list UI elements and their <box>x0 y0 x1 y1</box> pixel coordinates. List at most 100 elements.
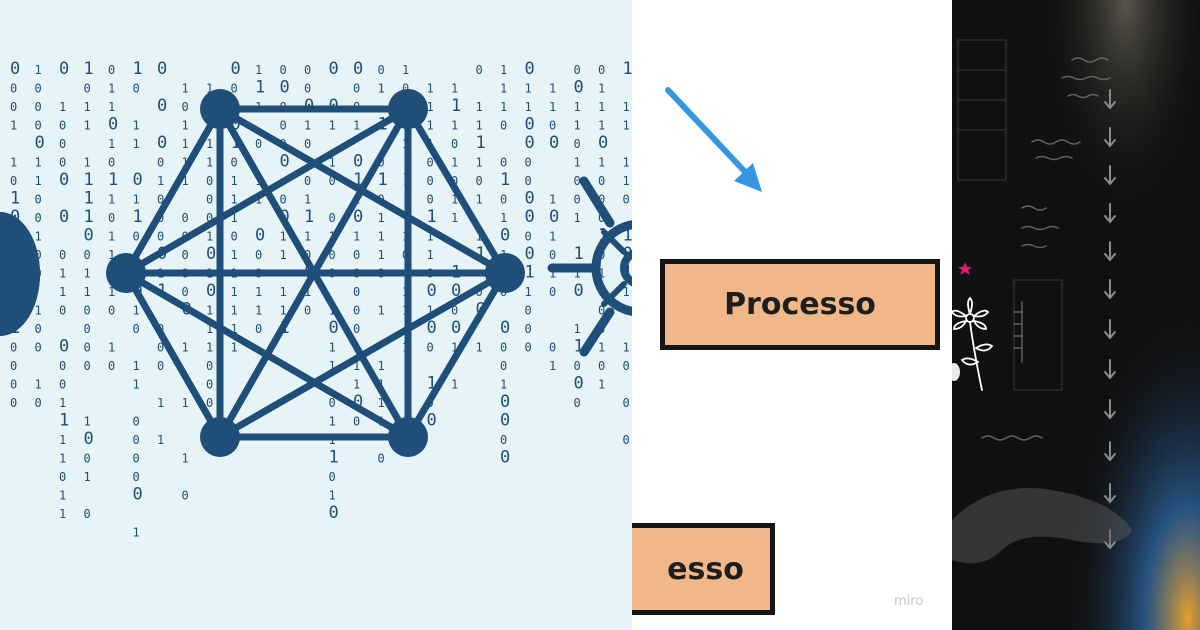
binary-digit: 1 <box>353 378 360 392</box>
binary-digit: 0 <box>353 392 363 412</box>
star-icon <box>958 262 972 275</box>
binary-digit: 0 <box>84 226 94 246</box>
binary-digit: 0 <box>525 156 532 170</box>
binary-digit: 0 <box>35 119 42 133</box>
binary-digit: 0 <box>59 170 69 190</box>
binary-digit: 0 <box>500 193 507 207</box>
binary-digit: 0 <box>35 193 42 207</box>
binary-digit: 1 <box>231 322 238 336</box>
binary-digit: 0 <box>206 378 213 392</box>
binary-digit: 0 <box>133 415 140 429</box>
binary-digit: 0 <box>500 448 510 468</box>
binary-digit: 0 <box>353 285 360 299</box>
binary-digit: 0 <box>500 156 507 170</box>
binary-digit: 1 <box>329 448 339 468</box>
binary-digit: 0 <box>10 378 17 392</box>
binary-digit: 0 <box>574 78 584 98</box>
binary-digit: 1 <box>206 156 213 170</box>
binary-digit: 0 <box>35 396 42 410</box>
flower-sketch-icon <box>952 296 994 391</box>
binary-digit: 1 <box>206 230 213 244</box>
binary-digit: 0 <box>304 304 311 318</box>
binary-digit: 0 <box>353 82 360 96</box>
binary-digit: 1 <box>623 59 633 79</box>
binary-digit: 0 <box>427 281 437 301</box>
binary-digit: 1 <box>525 82 532 96</box>
binary-digit: 1 <box>549 193 556 207</box>
binary-digit: 0 <box>451 281 461 301</box>
binary-digit: 0 <box>525 207 535 227</box>
binary-digit: 1 <box>255 78 265 98</box>
binary-digit: 1 <box>623 174 630 188</box>
binary-digit: 0 <box>304 82 311 96</box>
binary-digit: 0 <box>623 433 630 447</box>
binary-digit: 0 <box>133 170 143 190</box>
binary-digit: 0 <box>329 503 339 523</box>
binary-digit: 1 <box>574 119 581 133</box>
binary-digit: 1 <box>59 433 66 447</box>
binary-digit: 0 <box>623 193 630 207</box>
binary-digit: 0 <box>84 322 91 336</box>
binary-digit: 1 <box>378 359 385 373</box>
binary-digit: 1 <box>427 374 437 394</box>
binary-digit: 1 <box>427 304 434 318</box>
binary-digit: 1 <box>427 230 434 244</box>
binary-digit: 0 <box>84 304 91 318</box>
binary-digit: 0 <box>35 82 42 96</box>
binary-digit: 1 <box>59 452 66 466</box>
binary-digit: 1 <box>84 189 94 209</box>
binary-digit: 0 <box>525 174 532 188</box>
binary-digit: 0 <box>59 470 66 484</box>
binary-digit: 1 <box>182 341 189 355</box>
binary-digit: 0 <box>84 507 91 521</box>
binary-digit: 0 <box>549 133 559 153</box>
binary-digit: 0 <box>157 156 164 170</box>
binary-digit: 0 <box>525 341 532 355</box>
network-icon <box>0 89 632 457</box>
binary-digit: 0 <box>574 281 584 301</box>
binary-digit: 0 <box>329 248 336 262</box>
binary-digit: 1 <box>476 341 483 355</box>
binary-digit: 0 <box>304 137 311 151</box>
binary-digit: 0 <box>353 59 363 79</box>
binary-digit: 1 <box>574 211 581 225</box>
binary-digit: 1 <box>623 100 630 114</box>
binary-digit: 1 <box>549 100 556 114</box>
binary-digit: 1 <box>549 359 556 373</box>
binary-digit: 0 <box>500 341 507 355</box>
binary-digit: 0 <box>427 411 437 431</box>
binary-digit: 0 <box>378 452 385 466</box>
binary-digit: 1 <box>108 285 115 299</box>
binary-digit: 1 <box>451 193 458 207</box>
binary-digit: 0 <box>108 304 115 318</box>
binary-digit: 0 <box>574 193 581 207</box>
binary-digit: 0 <box>353 152 363 172</box>
binary-digit: 0 <box>353 304 360 318</box>
arrow-icon <box>665 87 762 192</box>
binary-digit: 0 <box>206 174 213 188</box>
binary-digit: 1 <box>59 507 66 521</box>
binary-digit: 1 <box>182 174 189 188</box>
binary-digit: 1 <box>231 304 238 318</box>
binary-digit: 0 <box>427 156 434 170</box>
binary-digit: 1 <box>108 100 115 114</box>
binary-digit: 1 <box>476 133 486 153</box>
binary-digit: 0 <box>329 318 339 338</box>
binary-digit: 1 <box>133 137 140 151</box>
binary-digit: 1 <box>35 156 42 170</box>
binary-digit: 1 <box>525 285 532 299</box>
binary-digit: 1 <box>329 415 336 429</box>
binary-digit: 0 <box>59 207 69 227</box>
binary-digit: 1 <box>623 341 630 355</box>
binary-digit: 1 <box>500 63 507 77</box>
binary-digit: 1 <box>10 119 17 133</box>
binary-digit: 1 <box>35 63 42 77</box>
binary-digit: 1 <box>623 285 630 299</box>
binary-digit: 0 <box>353 207 363 227</box>
binary-digit: 1 <box>476 119 483 133</box>
binary-digit: 1 <box>59 396 66 410</box>
binary-digit: 0 <box>525 115 535 135</box>
binary-digit: 0 <box>59 248 66 262</box>
binary-digit: 1 <box>108 137 115 151</box>
binary-digit: 0 <box>598 193 605 207</box>
